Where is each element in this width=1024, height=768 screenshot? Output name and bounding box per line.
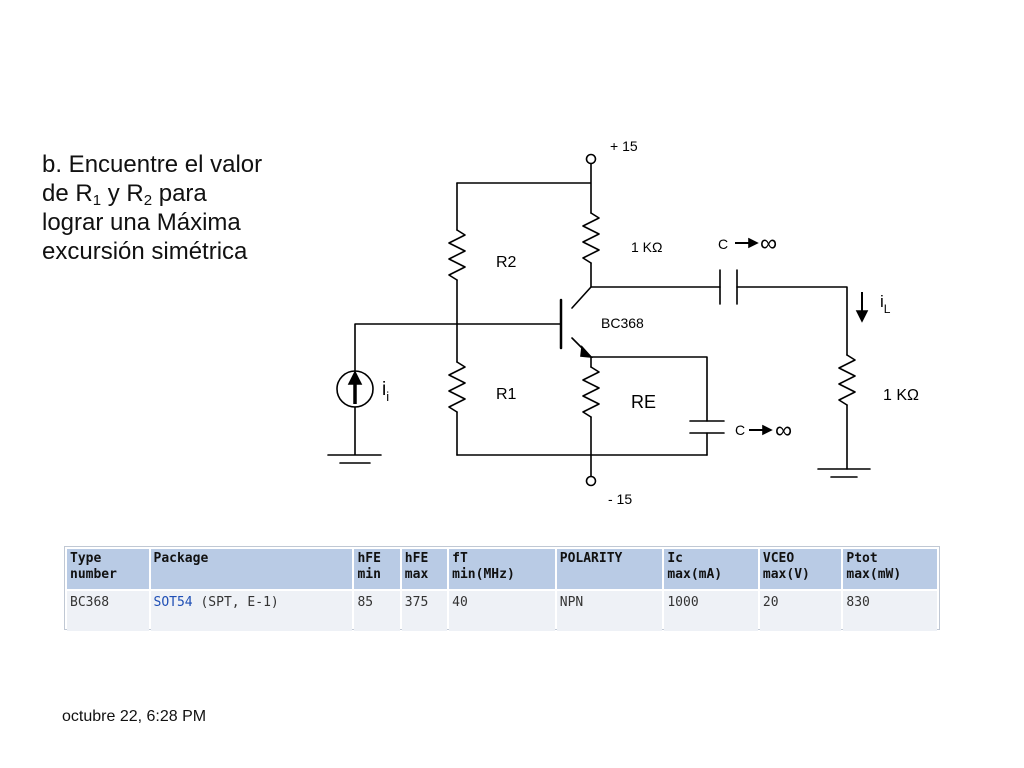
rl-label: 1 KΩ bbox=[883, 387, 919, 404]
base-wire bbox=[354, 323, 562, 372]
cell-ft: 40 bbox=[449, 591, 555, 631]
collector-wire bbox=[571, 262, 592, 309]
vee-terminal bbox=[585, 475, 597, 487]
il-label: iL bbox=[880, 292, 891, 316]
rc-label: 1 KΩ bbox=[631, 239, 662, 255]
coupling-capacitor bbox=[719, 269, 738, 305]
bypass-wire bbox=[590, 356, 708, 422]
table-row: BC368 SOT54 (SPT, E-1) 85 375 40 NPN 100… bbox=[67, 591, 937, 631]
r2-resistor bbox=[448, 229, 466, 281]
source-ground bbox=[327, 406, 382, 464]
vcc-label: + 15 bbox=[610, 138, 638, 154]
question-line-1: b. Encuentre el valor bbox=[42, 151, 263, 178]
ii-main: i bbox=[382, 379, 386, 400]
r1-subscript: 1 bbox=[92, 192, 102, 209]
c-out-label: C bbox=[718, 236, 728, 252]
cell-ptot: 830 bbox=[843, 591, 937, 631]
ii-label: ii bbox=[382, 379, 389, 404]
re-resistor bbox=[582, 366, 600, 418]
r1-resistor bbox=[448, 361, 466, 413]
c-em-label: C bbox=[735, 422, 745, 438]
c-out-infinity-icon: ∞ bbox=[760, 230, 777, 257]
c-em-arrow-icon bbox=[762, 424, 773, 436]
cell-hfe-max: 375 bbox=[401, 591, 448, 631]
cell-ic: 1000 bbox=[664, 591, 758, 631]
question-line-4: excursión simétrica bbox=[42, 238, 248, 265]
question-line-2-b: y R bbox=[101, 180, 144, 207]
il-sub: L bbox=[884, 302, 891, 316]
load-resistor bbox=[838, 354, 856, 406]
cell-polarity: NPN bbox=[556, 591, 663, 631]
r1-label: R1 bbox=[496, 386, 517, 403]
r2-label: R2 bbox=[496, 254, 517, 271]
vee-label: - 15 bbox=[608, 491, 632, 507]
source-arrow-icon bbox=[347, 370, 363, 385]
il-main: i bbox=[880, 292, 884, 311]
bypass-capacitor bbox=[689, 420, 725, 434]
question-line-2-a: de R bbox=[42, 180, 93, 207]
package-link[interactable]: SOT54 bbox=[153, 595, 193, 610]
header-package: Package bbox=[150, 549, 353, 589]
circuit-diagram: + 15 - 15 R2 R1 1 KΩ RE BC368 C ∞ C ∞ 1 … bbox=[327, 138, 919, 507]
footer-date: octubre 22, 6:28 PM bbox=[62, 708, 207, 725]
question-line-2: de R1 y R2 para bbox=[42, 179, 302, 208]
ii-sub: i bbox=[386, 389, 389, 404]
c-em-infinity-icon: ∞ bbox=[775, 417, 792, 444]
vcc-wire bbox=[456, 163, 592, 214]
re-label: RE bbox=[631, 392, 656, 412]
question-line-2-c: para bbox=[152, 180, 207, 207]
transistor-label: BC368 bbox=[601, 315, 644, 331]
output-wire bbox=[590, 286, 848, 356]
transistor-emitter-arrow bbox=[580, 345, 593, 359]
question-line-3: lograr una Máxima bbox=[42, 209, 241, 236]
package-rest: (SPT, E-1) bbox=[192, 595, 279, 610]
vcc-terminal bbox=[585, 153, 597, 165]
cell-hfe-min: 85 bbox=[354, 591, 400, 631]
il-arrow-icon bbox=[855, 310, 869, 323]
cell-vceo: 20 bbox=[759, 591, 842, 631]
load-ground bbox=[817, 468, 871, 478]
cell-type: BC368 bbox=[67, 591, 149, 631]
rc-resistor bbox=[582, 212, 600, 264]
question-text: b. Encuentre el valor de R1 y R2 para lo… bbox=[42, 150, 302, 266]
header-polarity: POLARITY bbox=[556, 549, 663, 589]
r2-subscript: 2 bbox=[143, 192, 153, 209]
c-out-arrow-icon bbox=[748, 237, 759, 249]
cell-package: SOT54 (SPT, E-1) bbox=[150, 591, 353, 631]
